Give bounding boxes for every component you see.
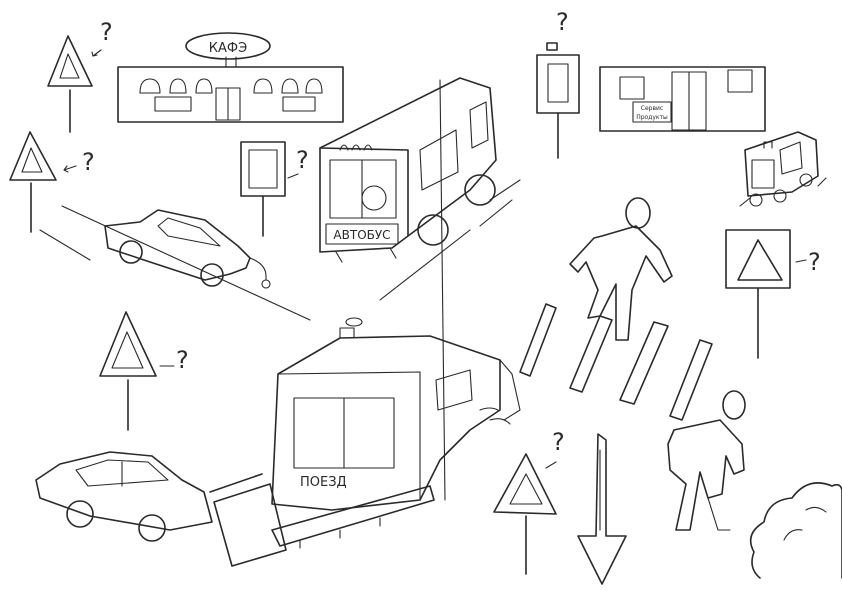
bus-sign-text: АВТОБУС — [333, 228, 390, 242]
shop-building: Сервис Продукты — [599, 66, 766, 132]
car-large-left — [35, 451, 213, 542]
arrow-sign — [577, 433, 627, 585]
info-sign-1: ? — [240, 141, 309, 237]
pedestrian-2 — [667, 390, 746, 531]
small-bus — [739, 131, 827, 207]
pedestrian-1 — [569, 197, 673, 341]
warning-sign-1: ? — [47, 18, 113, 133]
bush — [749, 482, 842, 579]
train-label-text: ПОЕЗД — [300, 475, 347, 490]
road-divider — [439, 79, 446, 501]
warning-sign-4: ? — [99, 311, 189, 431]
question-icon: ? — [82, 148, 95, 176]
question-icon: ? — [552, 428, 565, 456]
question-icon: ? — [556, 8, 569, 36]
warning-sign-2: ? — [9, 131, 95, 233]
question-icon: ? — [176, 346, 189, 374]
question-icon: ? — [296, 146, 309, 174]
question-icon: ? — [808, 248, 821, 276]
bus: АВТОБУС — [319, 77, 521, 301]
info-sign-2: ? — [536, 8, 580, 159]
shop-sign-line1: Сервис — [641, 105, 663, 112]
question-icon: ? — [100, 18, 113, 46]
warning-sign-3: ? — [725, 229, 821, 359]
warning-sign-5: ? — [493, 428, 565, 575]
train: ПОЕЗД — [209, 317, 521, 567]
shop-sign-line2: Продукты — [636, 114, 668, 121]
cafe-building: КАФЭ — [117, 32, 344, 123]
zebra-crossing — [519, 303, 713, 421]
cafe-sign-text: КАФЭ — [209, 41, 247, 56]
car-small-left — [39, 205, 311, 321]
